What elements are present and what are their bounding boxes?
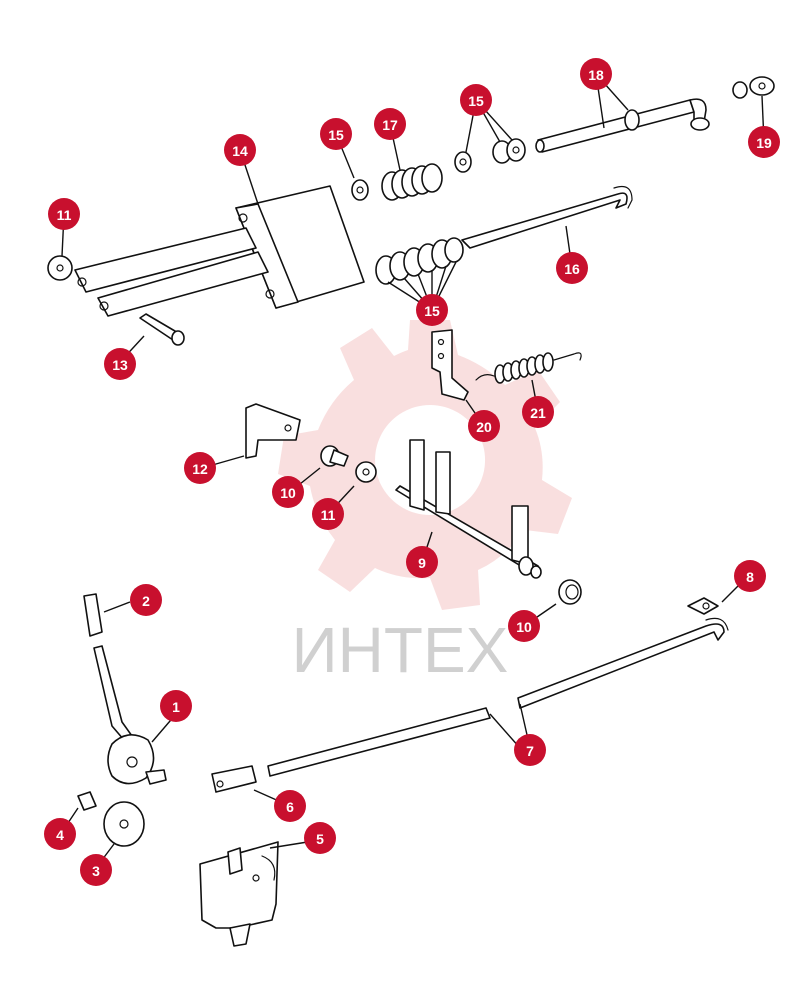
callout-12: 12 (184, 452, 216, 484)
callout-18-label: 18 (588, 67, 604, 83)
part-21-spring (475, 352, 582, 384)
part-3-washer (103, 801, 145, 847)
callout-15-left-label: 15 (328, 127, 344, 143)
part-19-clip (732, 76, 775, 99)
part-6-clevis (211, 765, 257, 793)
callout-15-bottom-label: 15 (424, 303, 440, 319)
callout-4-label: 4 (56, 827, 64, 843)
callout-8: 8 (734, 560, 766, 592)
callout-21: 21 (522, 396, 554, 428)
part-4-nut (77, 791, 97, 811)
callout-13-label: 13 (112, 357, 128, 373)
callout-5: 5 (304, 822, 336, 854)
callout-5-label: 5 (316, 831, 324, 847)
callout-2-label: 2 (142, 593, 150, 609)
callout-11-top: 11 (48, 198, 80, 230)
callout-20-label: 20 (476, 419, 492, 435)
callout-4: 4 (44, 818, 76, 850)
part-10-bushing-left (320, 445, 349, 467)
callout-15-right: 15 (460, 84, 492, 116)
watermark-gear-icon (278, 320, 572, 610)
part-5-plate (199, 841, 279, 947)
callout-18: 18 (580, 58, 612, 90)
part-20-bracket (431, 329, 469, 401)
part-7-rod (267, 617, 729, 777)
callout-1: 1 (160, 690, 192, 722)
callout-9: 9 (406, 546, 438, 578)
callout-10-right-label: 10 (516, 619, 532, 635)
callout-20: 20 (468, 410, 500, 442)
part-10-bushing-right (558, 579, 582, 605)
part-14-bracket (74, 185, 365, 317)
watermark: ИНТЕХ (278, 320, 572, 686)
callout-16-label: 16 (564, 261, 580, 277)
callout-17: 17 (374, 108, 406, 140)
part-18-shaft (535, 98, 710, 153)
callout-16: 16 (556, 252, 588, 284)
callout-19-label: 19 (756, 135, 772, 151)
part-17-spring (381, 163, 443, 201)
callout-11-top-label: 11 (57, 207, 72, 223)
callout-14: 14 (224, 134, 256, 166)
callout-11-mid: 11 (312, 498, 344, 530)
callout-9-label: 9 (418, 555, 426, 571)
callout-7-label: 7 (526, 743, 534, 759)
callout-10-right: 10 (508, 610, 540, 642)
callout-10-left-label: 10 (280, 485, 296, 501)
callout-6: 6 (274, 790, 306, 822)
part-1-lever (107, 734, 167, 785)
callout-6-label: 6 (286, 799, 294, 815)
callout-15-right-label: 15 (468, 93, 484, 109)
callout-21-label: 21 (530, 405, 546, 421)
callout-12-label: 12 (192, 461, 208, 477)
callout-7: 7 (514, 734, 546, 766)
callout-11-mid-label: 11 (321, 507, 336, 523)
callout-15-left: 15 (320, 118, 352, 150)
callout-8-label: 8 (746, 569, 754, 585)
part-12-bracket (245, 403, 301, 459)
part-9-shaft (395, 439, 542, 579)
callout-14-label: 14 (232, 143, 248, 159)
part-8-clip (687, 597, 719, 615)
part-11-washer-mid (355, 461, 377, 483)
callout-19: 19 (748, 126, 780, 158)
part-13-pin (139, 313, 185, 346)
watermark-text: ИНТЕХ (292, 614, 509, 686)
part-16-rod (461, 185, 633, 249)
callout-3-label: 3 (92, 863, 100, 879)
callout-13: 13 (104, 348, 136, 380)
part-2-handle (83, 593, 133, 741)
callout-10-left: 10 (272, 476, 304, 508)
callout-3: 3 (80, 854, 112, 886)
callout-2: 2 (130, 584, 162, 616)
part-11-washer-top (47, 255, 73, 281)
callout-17-label: 17 (382, 117, 398, 133)
part-15-washers (351, 138, 526, 285)
callout-1-label: 1 (172, 699, 180, 715)
callout-15-bottom: 15 (416, 294, 448, 326)
